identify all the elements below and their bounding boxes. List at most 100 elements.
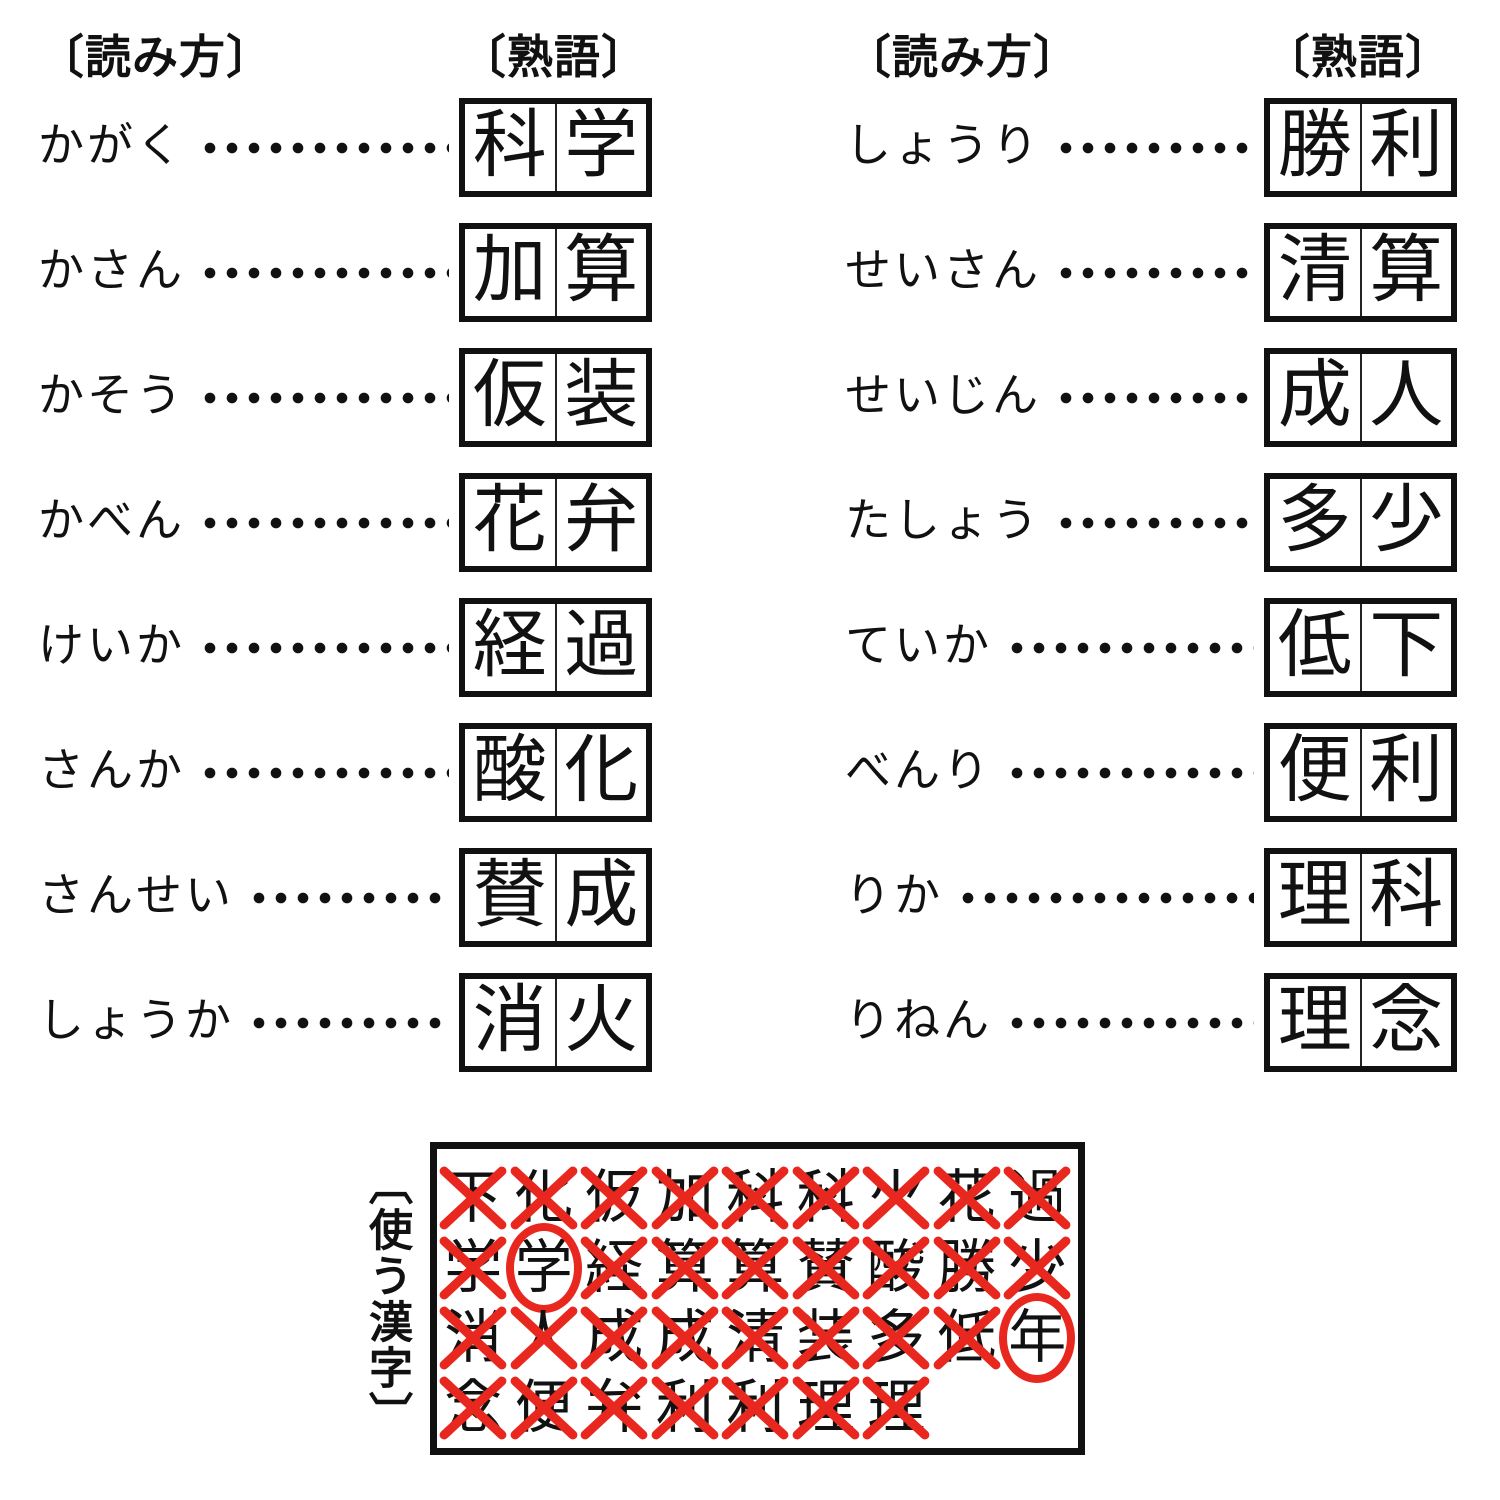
kanji-char: 学 xyxy=(444,1235,503,1300)
reading-text: しょうか xyxy=(38,994,234,1046)
reading-text: たしょう xyxy=(845,494,1041,546)
kanji-first: 理 xyxy=(1270,854,1362,941)
reading-text: べんり xyxy=(845,744,992,796)
kanji-bank-cell: 少 xyxy=(1002,1233,1073,1303)
reading-text: かがく xyxy=(38,119,185,171)
kanji-char: 人 xyxy=(514,1305,573,1370)
kanji-second: 下 xyxy=(1369,604,1444,687)
kanji-bank-row: 念便弁利利理理 xyxy=(438,1373,1078,1443)
jukugo-header-right: 〔熟語〕 xyxy=(1264,31,1452,83)
dot-leader xyxy=(199,723,449,822)
kanji-bank-cell: 人 xyxy=(509,1303,580,1373)
dot-leader xyxy=(199,348,449,447)
question-row: さんか 酸化 xyxy=(38,723,652,822)
kanji-bank-cell: 仮 xyxy=(579,1163,650,1233)
kanji-second: 利 xyxy=(1369,729,1444,812)
jukugo-box: 理念 xyxy=(1264,973,1457,1072)
kanji-char: 加 xyxy=(655,1165,714,1230)
kanji-second: 学 xyxy=(564,104,639,187)
question-row: かがく 科学 xyxy=(38,98,652,197)
kanji-char: 便 xyxy=(514,1375,573,1440)
kanji-first: 成 xyxy=(1270,354,1362,441)
kanji-bank-row: 消人成成清装多低年 xyxy=(438,1293,1078,1383)
kanji-char: 低 xyxy=(937,1305,996,1370)
kanji-char: 成 xyxy=(655,1305,714,1370)
kanji-second: 人 xyxy=(1369,354,1444,437)
kanji-bank-cell: 化 xyxy=(509,1163,580,1233)
kanji-bank-row: 学学経算算賛酸勝少 xyxy=(438,1223,1078,1313)
jukugo-box: 酸化 xyxy=(459,723,652,822)
kanji-second: 科 xyxy=(1369,854,1444,937)
kanji-bank-cell: 経 xyxy=(579,1233,650,1303)
reading-text: せいさん xyxy=(845,244,1041,296)
dot-leader xyxy=(1006,973,1254,1072)
jukugo-box: 花弁 xyxy=(459,473,652,572)
kanji-char: 科 xyxy=(796,1165,855,1230)
kanji-char: 酸 xyxy=(867,1235,926,1300)
kanji-bank-cell: 過 xyxy=(1002,1163,1073,1233)
kanji-first: 清 xyxy=(1270,229,1362,316)
question-column-left: かがく科学かさん加算かそう仮装かべん花弁けいか経過さんか酸化さんせい賛成しょうか… xyxy=(38,98,652,1098)
kanji-second: 利 xyxy=(1369,104,1444,187)
kanji-char: 経 xyxy=(585,1235,644,1300)
kanji-second: 算 xyxy=(1369,229,1444,312)
kanji-second: 成 xyxy=(564,854,639,937)
dot-leader xyxy=(199,98,449,197)
kanji-second: 念 xyxy=(1369,979,1444,1062)
kanji-first: 科 xyxy=(465,104,557,191)
kanji-bank-cell: 火 xyxy=(861,1163,932,1233)
dot-leader xyxy=(248,848,449,947)
jukugo-box: 加算 xyxy=(459,223,652,322)
kanji-bank-cell: 科 xyxy=(720,1163,791,1233)
kanji-first: 多 xyxy=(1270,479,1362,566)
kanji-bank-cell: 花 xyxy=(932,1163,1003,1233)
kanji-char: 多 xyxy=(867,1305,926,1370)
kanji-first: 消 xyxy=(465,979,557,1066)
dot-leader xyxy=(1006,598,1254,697)
kanji-bank-cell: 加 xyxy=(650,1163,721,1233)
jukugo-box: 仮装 xyxy=(459,348,652,447)
jukugo-box: 便利 xyxy=(1264,723,1457,822)
question-row: たしょう 多少 xyxy=(845,473,1457,572)
kanji-bank-cell: 酸 xyxy=(861,1233,932,1303)
jukugo-box: 清算 xyxy=(1264,223,1457,322)
kanji-first: 低 xyxy=(1270,604,1362,691)
kanji-bank-cell: 念 xyxy=(438,1373,509,1443)
question-row: しょうり勝利 xyxy=(845,98,1457,197)
kanji-char: 学 xyxy=(514,1235,573,1300)
kanji-char: 算 xyxy=(726,1235,785,1300)
jukugo-box: 成人 xyxy=(1264,348,1457,447)
kanji-char: 過 xyxy=(1008,1165,1067,1230)
question-row: かさん加算 xyxy=(38,223,652,322)
dot-leader xyxy=(957,848,1254,947)
question-row: しょうか消火 xyxy=(38,973,652,1072)
dot-leader xyxy=(1055,348,1254,447)
kanji-second: 過 xyxy=(564,604,639,687)
kanji-char: 算 xyxy=(655,1235,714,1300)
jukugo-box: 賛成 xyxy=(459,848,652,947)
jukugo-box: 低下 xyxy=(1264,598,1457,697)
kanji-bank-cell: 装 xyxy=(791,1303,862,1373)
kanji-char: 消 xyxy=(444,1305,503,1370)
question-row: りか理科 xyxy=(845,848,1457,947)
reading-text: けいか xyxy=(38,619,185,671)
question-row: せいじん成人 xyxy=(845,348,1457,447)
dot-leader xyxy=(248,973,449,1072)
kanji-second: 少 xyxy=(1369,479,1444,562)
kanji-char: 科 xyxy=(726,1165,785,1230)
dot-leader xyxy=(1055,98,1254,197)
kanji-bank-cell: 成 xyxy=(650,1303,721,1373)
jukugo-box: 経過 xyxy=(459,598,652,697)
kanji-bank-cell: 勝 xyxy=(932,1233,1003,1303)
kanji-bank-cell: 消 xyxy=(438,1303,509,1373)
reading-text: かべん xyxy=(38,494,185,546)
kanji-first: 加 xyxy=(465,229,557,316)
kanji-char: 念 xyxy=(444,1375,503,1440)
reading-header-right: 〔読み方〕 xyxy=(845,31,1080,83)
reading-text: さんか xyxy=(38,744,185,796)
kanji-first: 勝 xyxy=(1270,104,1362,191)
kanji-bank-cell: 清 xyxy=(720,1303,791,1373)
dot-leader xyxy=(1055,473,1254,572)
kanji-second: 弁 xyxy=(564,479,639,562)
kanji-char: 下 xyxy=(444,1165,503,1230)
